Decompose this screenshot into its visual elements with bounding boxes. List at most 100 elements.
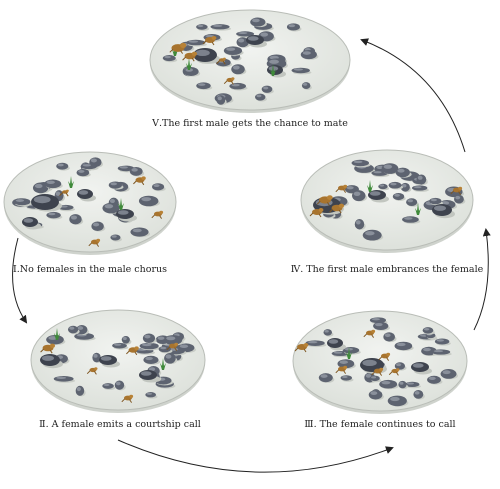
rock [114,380,126,391]
plant [367,180,373,192]
boulder [368,190,389,203]
rock [121,335,132,345]
frog [371,367,384,376]
rock [381,163,400,175]
plant [68,176,74,188]
boulder [411,362,432,375]
rock [373,321,390,331]
rock [110,234,123,242]
frog [309,208,324,218]
frog [363,329,376,338]
rock [74,332,96,341]
plant [270,64,276,76]
boulder [432,204,455,219]
rock [291,67,312,75]
frog [378,352,391,361]
rock [379,379,399,390]
rock [56,162,70,171]
arena-stage-1 [3,151,177,255]
rock [369,375,382,383]
frog [88,238,101,247]
rock [351,159,371,168]
plant [186,58,192,70]
frog [388,368,400,376]
frog [121,394,134,403]
rock [80,163,99,171]
arena-ground [149,9,351,111]
rock [351,190,367,202]
rock [231,64,247,75]
rock [142,333,157,344]
frog [223,77,235,85]
rock [216,95,227,106]
rock [440,369,459,380]
arena-ground [3,151,177,253]
rock [210,24,232,31]
rock [378,183,390,191]
boulder [193,48,220,64]
rock [354,218,366,230]
rock [138,195,160,207]
rock [196,82,213,91]
arena-stage-3 [292,310,468,414]
rock [395,167,412,178]
frog [169,42,187,54]
rock [368,390,384,401]
frog [202,36,217,46]
boulder [327,338,346,351]
rock [46,334,66,345]
frog [216,57,226,65]
arena-stage-4 [300,149,474,253]
rock [434,338,451,346]
rock [411,185,429,192]
rock [46,211,63,220]
frog [86,367,98,375]
arena-stage-2 [30,309,206,413]
rock [129,166,145,177]
frog [335,184,348,193]
rock [69,214,84,225]
rock [323,329,334,337]
rock [186,39,207,47]
rock [145,392,158,399]
rock [76,169,91,178]
caption-stage-5: Ⅴ.The first male gets the chance to mate [151,118,348,129]
rock [44,179,63,189]
rock [91,221,106,232]
rock [261,85,274,94]
rock [163,335,184,346]
boulder [116,209,137,222]
plant [118,198,124,210]
rock [250,17,267,28]
frog [151,210,164,219]
rock [53,376,76,383]
rock [402,216,421,224]
frog [182,51,198,62]
rock [164,353,178,365]
rock [405,381,421,389]
arrow-stage3-to-stage4 [473,228,491,331]
boulder [139,370,160,383]
rock [236,31,256,38]
arrow-stage2-to-stage3 [117,439,394,473]
rock [305,340,327,348]
rock [143,355,160,365]
rock [394,341,414,351]
rock [223,46,244,56]
caption-stage-1: Ⅰ.No females in the male chorus [13,264,167,275]
rock [196,24,210,31]
boulder [40,354,63,369]
rock [152,183,166,192]
plant [346,347,352,359]
rock [416,174,428,186]
boulder [360,358,387,374]
rock [139,342,161,351]
rock [383,332,397,343]
frog [335,365,348,374]
boulder [77,189,96,202]
rock [400,182,412,193]
rock [340,375,354,382]
rock [162,55,178,63]
rock [406,198,419,207]
